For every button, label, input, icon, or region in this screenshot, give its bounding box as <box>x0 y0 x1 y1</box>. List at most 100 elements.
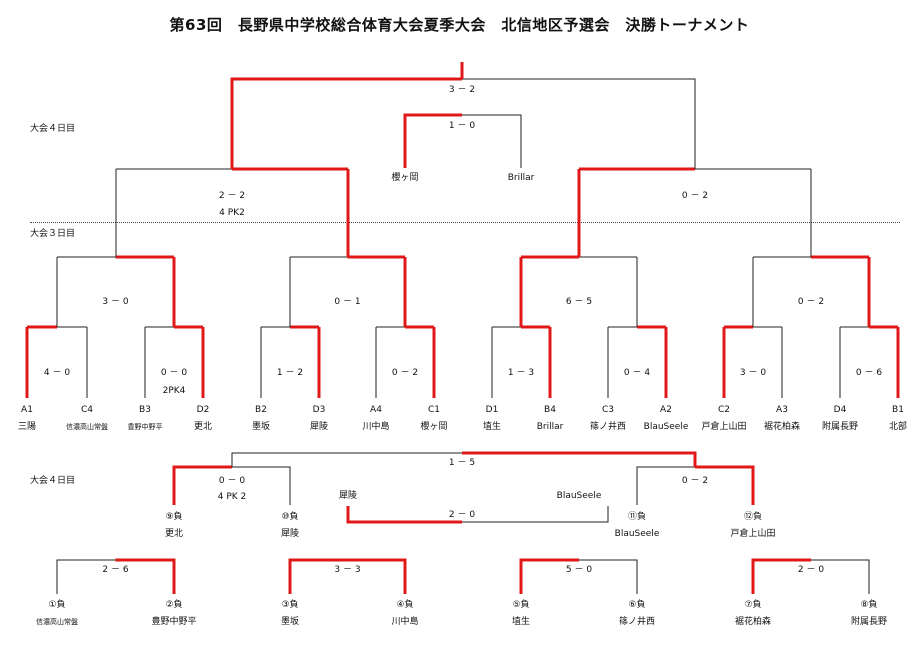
team-name: 犀陵 <box>310 421 328 432</box>
placement-bar <box>172 465 232 505</box>
slot-label: ⑩負 <box>281 510 298 522</box>
score-label: 5 － 0 <box>566 565 592 575</box>
team-name: 犀陵 <box>339 490 357 501</box>
team-name: 戸倉上山田 <box>701 420 746 432</box>
bottom-bar <box>288 558 348 594</box>
page-title: 第63回 長野県中学校総合体育大会夏季大会 北信地区予選会 決勝トーナメント <box>169 16 750 34</box>
placement-bar <box>636 466 695 505</box>
score-label: 3 － 3 <box>334 565 360 575</box>
score-label: 0 － 2 <box>798 297 824 307</box>
final-bar <box>230 77 462 169</box>
team-seed: A2 <box>660 405 672 415</box>
placement-final-bar <box>462 451 697 467</box>
score-label: 0 － 1 <box>334 297 360 307</box>
team-name: 裾花柏森 <box>764 420 800 432</box>
team-name: 篠ノ井西 <box>590 420 626 432</box>
slot-label: ①負 <box>48 598 65 610</box>
slot-label: ④負 <box>396 598 413 610</box>
pk-label: 4 PK 2 <box>218 492 247 502</box>
team-name: Brillar <box>537 422 564 432</box>
team-name: 豊野中野平 <box>151 615 196 627</box>
team-seed: B2 <box>255 405 267 415</box>
score-label: 0 － 0 <box>219 476 245 486</box>
team-seed: C1 <box>428 405 440 415</box>
score-label: 1 － 2 <box>277 368 303 378</box>
team-seed: D2 <box>197 405 210 415</box>
score-label: 3 － 2 <box>449 85 475 95</box>
score-label: 2 － 6 <box>102 565 128 575</box>
team-seed: C3 <box>602 405 614 415</box>
score-label: 3 － 0 <box>102 297 128 307</box>
team-name: 川中島 <box>391 615 418 627</box>
third-place-bar <box>403 113 462 168</box>
bottom-bar <box>347 558 407 594</box>
team-name: BlauSeele <box>644 422 689 432</box>
team-name: 櫻ヶ岡 <box>391 171 418 183</box>
bottom-bar <box>751 558 811 594</box>
team-name: 北部 <box>889 420 907 432</box>
score-label: 6 － 5 <box>566 297 592 307</box>
score-label: 1 － 5 <box>449 458 475 468</box>
team-seed: A3 <box>776 405 788 415</box>
score-label: 3 － 0 <box>740 368 766 378</box>
team-name: 三陽 <box>18 421 36 432</box>
slot-label: ②負 <box>165 598 182 610</box>
score-label: 2 － 0 <box>449 510 475 520</box>
team-name: 埴生 <box>483 420 501 432</box>
score-label: 0 － 2 <box>682 476 708 486</box>
bottom-bar <box>56 559 116 594</box>
score-label: 2 － 0 <box>798 565 824 575</box>
team-seed: B3 <box>139 405 151 415</box>
placement-bar <box>695 465 755 505</box>
team-name: 附属長野 <box>822 420 858 432</box>
team-name: Brillar <box>508 173 535 183</box>
slot-label: ⑧負 <box>860 598 877 610</box>
score-label: 4 － 0 <box>44 368 70 378</box>
team-seed: C4 <box>81 405 93 415</box>
score-label: 1 － 3 <box>508 368 534 378</box>
team-name: 墨坂 <box>281 616 299 627</box>
team-seed: D4 <box>834 405 847 415</box>
final-bar <box>462 78 696 169</box>
bottom-bar <box>811 559 870 594</box>
cross-bar <box>346 506 462 524</box>
placement-final-bar <box>231 452 462 467</box>
slot-label: ⑥負 <box>628 598 645 610</box>
score-label: 0 － 6 <box>856 368 882 378</box>
team-seed: A1 <box>21 405 33 415</box>
team-name: 埴生 <box>512 615 530 627</box>
team-name: 裾花柏森 <box>735 615 771 627</box>
team-name: BlauSeele <box>615 529 660 539</box>
score-label: 0 － 2 <box>392 368 418 378</box>
placement-bar <box>232 466 291 505</box>
team-name: BlauSeele <box>557 491 602 501</box>
day-label-4-top: 大会４日目 <box>30 124 76 134</box>
team-name: 信濃高山常盤 <box>66 422 108 431</box>
bottom-bar <box>115 558 176 594</box>
team-name: 川中島 <box>362 420 389 432</box>
slot-label: ③負 <box>281 598 298 610</box>
team-seed: D1 <box>486 405 499 415</box>
bottom-bar <box>579 559 638 594</box>
team-seed: B4 <box>544 405 556 415</box>
team-name: 櫻ヶ岡 <box>420 420 447 432</box>
team-name: 豊野中野平 <box>128 422 163 431</box>
team-seed: C2 <box>718 405 730 415</box>
team-name: 戸倉上山田 <box>730 527 775 539</box>
team-seed: B1 <box>892 405 904 415</box>
team-name: 犀陵 <box>281 528 299 539</box>
team-name: 更北 <box>194 421 212 432</box>
bottom-bar <box>519 558 579 594</box>
score-label: 0 － 0 <box>161 368 187 378</box>
slot-label: ⑪負 <box>628 510 646 522</box>
day-label-4-bottom: 大会４日目 <box>30 476 76 486</box>
score-label: 0 － 2 <box>682 191 708 201</box>
cross-bar <box>462 506 609 523</box>
team-name: 更北 <box>165 528 183 539</box>
team-name: 附属長野 <box>851 615 887 627</box>
slot-label: ⑫負 <box>744 510 762 522</box>
pk-label: 2PK4 <box>163 386 186 396</box>
score-label: 1 － 0 <box>449 121 475 131</box>
pk-label: 4 PK2 <box>219 208 245 218</box>
